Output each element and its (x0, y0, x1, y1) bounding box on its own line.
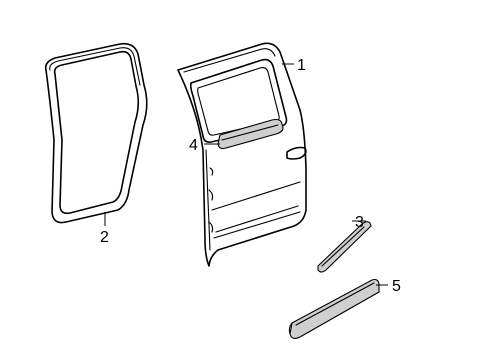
small-trim-molding (317, 221, 372, 273)
leader-lines (104, 63, 388, 286)
callout-2: 2 (100, 229, 109, 246)
weatherstrip-seal (44, 42, 148, 224)
rear-door-shell (177, 42, 307, 267)
callout-3: 3 (355, 214, 364, 231)
callout-4: 4 (189, 137, 198, 154)
callout-1: 1 (297, 57, 306, 74)
callout-5: 5 (392, 278, 401, 295)
lower-side-molding (288, 278, 380, 340)
